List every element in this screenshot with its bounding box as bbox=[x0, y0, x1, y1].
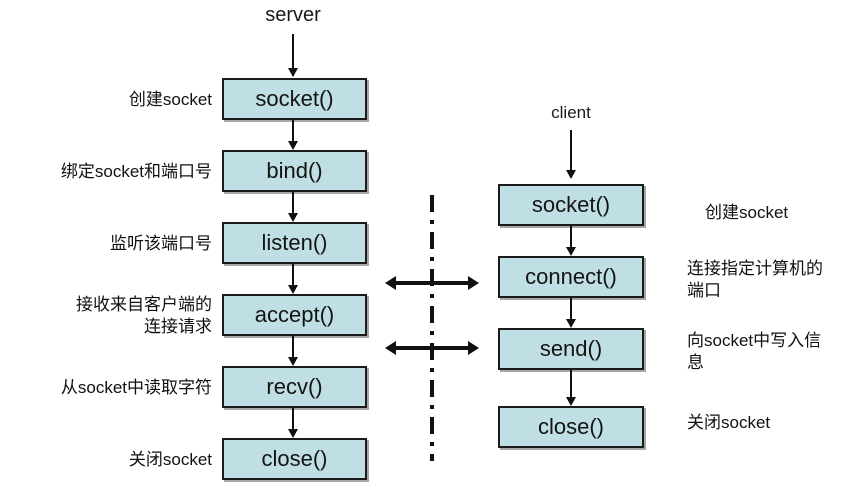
client-entry-arrow-head bbox=[566, 170, 576, 179]
client-connector-line-2 bbox=[570, 298, 572, 320]
server-connector-line-5 bbox=[292, 408, 294, 430]
server-note-listen-line-1: 监听该端口号 bbox=[110, 234, 212, 253]
client-note-socket-line-1: 创建socket bbox=[705, 203, 789, 222]
client-note-send-line-2: 息 bbox=[687, 353, 704, 373]
server-note-socket-line-1: 创建socket bbox=[128, 90, 212, 109]
link-arrow-accept-connect-head-right bbox=[468, 276, 479, 290]
link-arrow-recv-send-head-left bbox=[385, 341, 396, 355]
server-node-close[interactable]: close() bbox=[222, 438, 367, 480]
client-connector-head-2 bbox=[566, 319, 576, 328]
client-note-connect-line-2: 端口 bbox=[687, 281, 721, 301]
server-node-accept[interactable]: accept() bbox=[222, 294, 367, 336]
link-arrow-recv-send bbox=[385, 341, 479, 355]
server-connector-line-1 bbox=[292, 120, 294, 142]
client-note-close-line-1: 关闭socket bbox=[687, 413, 771, 432]
server-note-recv: 从socket中读取字符 bbox=[20, 377, 212, 399]
server-entry-arrow-line bbox=[292, 34, 294, 76]
client-note-connect-line-1: 连接指定计算机的 bbox=[687, 259, 823, 278]
client-note-send-line-1: 向socket中写入信 bbox=[687, 331, 822, 350]
link-arrow-accept-connect bbox=[385, 276, 479, 290]
server-note-socket: 创建socket bbox=[20, 89, 212, 111]
client-note-close: 关闭socket bbox=[687, 412, 859, 434]
link-arrow-accept-connect-head-left bbox=[385, 276, 396, 290]
client-note-socket: 创建socket bbox=[705, 202, 860, 224]
server-note-bind-line-1: 绑定socket和端口号 bbox=[60, 162, 212, 181]
server-note-bind: 绑定socket和端口号 bbox=[20, 161, 212, 183]
server-note-close: 关闭socket bbox=[20, 449, 212, 471]
link-arrow-recv-send-shaft bbox=[393, 346, 471, 350]
link-arrow-recv-send-head-right bbox=[468, 341, 479, 355]
server-node-recv[interactable]: recv() bbox=[222, 366, 367, 408]
server-connector-head-1 bbox=[288, 141, 298, 150]
client-note-connect: 连接指定计算机的 端口 bbox=[687, 258, 859, 303]
client-node-connect[interactable]: connect() bbox=[498, 256, 644, 298]
server-connector-head-2 bbox=[288, 213, 298, 222]
server-connector-line-2 bbox=[292, 192, 294, 214]
client-note-send: 向socket中写入信 息 bbox=[687, 330, 859, 375]
server-note-recv-line-1: 从socket中读取字符 bbox=[60, 378, 212, 397]
client-connector-head-3 bbox=[566, 397, 576, 406]
server-node-listen[interactable]: listen() bbox=[222, 222, 367, 264]
server-connector-line-3 bbox=[292, 264, 294, 286]
client-connector-head-1 bbox=[566, 247, 576, 256]
server-column-title: server bbox=[265, 4, 321, 26]
server-note-accept: 接收来自客户端的 连接请求 bbox=[20, 294, 212, 339]
link-arrow-accept-connect-shaft bbox=[393, 281, 471, 285]
server-node-socket[interactable]: socket() bbox=[222, 78, 367, 120]
server-node-bind[interactable]: bind() bbox=[222, 150, 367, 192]
client-node-close[interactable]: close() bbox=[498, 406, 644, 448]
client-column-title: client bbox=[551, 103, 591, 122]
server-connector-head-5 bbox=[288, 429, 298, 438]
client-connector-line-1 bbox=[570, 226, 572, 248]
server-connector-head-3 bbox=[288, 285, 298, 294]
server-note-listen: 监听该端口号 bbox=[20, 233, 212, 255]
client-node-socket[interactable]: socket() bbox=[498, 184, 644, 226]
server-entry-arrow-head bbox=[288, 68, 298, 77]
server-note-accept-line-1: 接收来自客户端的 bbox=[76, 295, 212, 314]
client-entry-arrow-line bbox=[570, 130, 572, 177]
server-note-accept-line-2: 连接请求 bbox=[144, 317, 212, 337]
client-connector-line-3 bbox=[570, 370, 572, 398]
server-client-separator bbox=[430, 195, 434, 461]
server-connector-head-4 bbox=[288, 357, 298, 366]
client-node-send[interactable]: send() bbox=[498, 328, 644, 370]
server-note-close-line-1: 关闭socket bbox=[128, 450, 212, 469]
server-connector-line-4 bbox=[292, 336, 294, 358]
